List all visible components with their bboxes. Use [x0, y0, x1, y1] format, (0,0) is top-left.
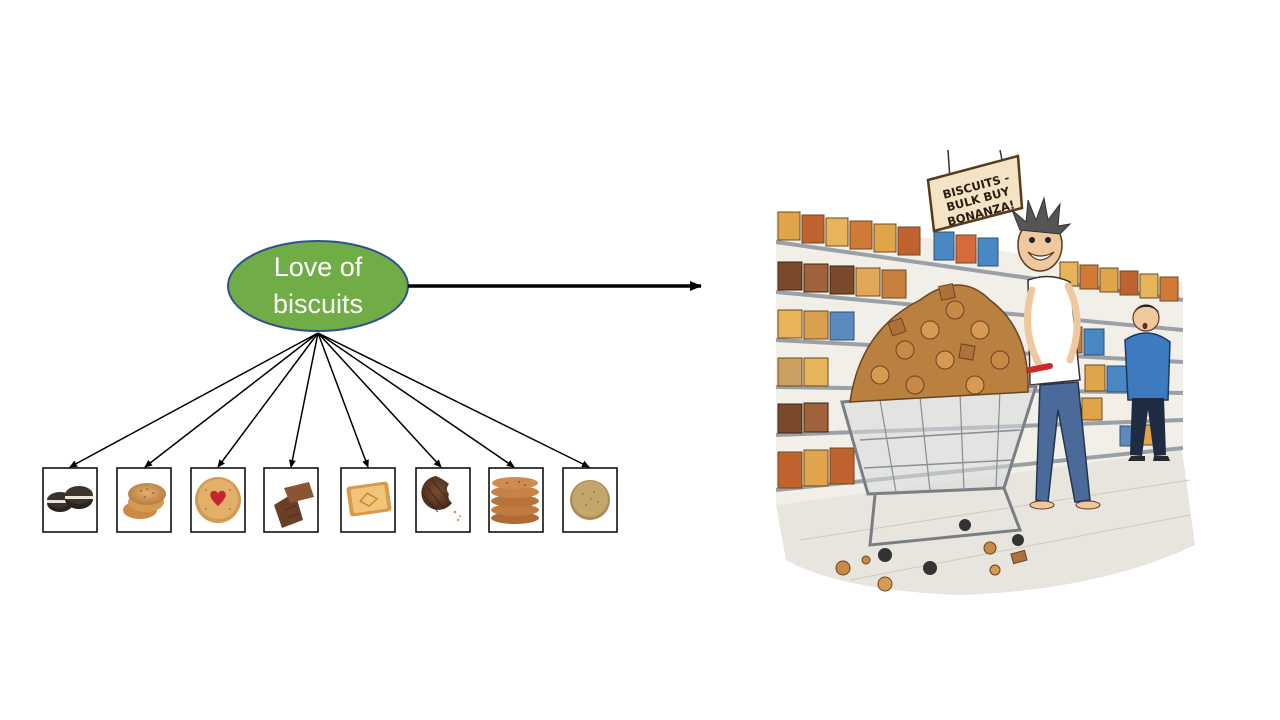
- shopping-cart: [840, 363, 1053, 575]
- digestive-stack-icon: [123, 483, 166, 519]
- latent-label-line1: Love of: [274, 252, 363, 282]
- ginger-nut-stack-icon: [491, 477, 539, 524]
- bulk-buy-sign: BISCUITS - BULK BUY BONANZA!: [926, 149, 1024, 233]
- indicator-box-6: [415, 467, 471, 533]
- indicator-box-3: [190, 467, 246, 533]
- chocolate-bar-biscuit-icon: [274, 482, 314, 528]
- indicator-arrow-6: [317, 332, 442, 468]
- indicator-arrow-1: [69, 332, 319, 468]
- indicator-box-5: [340, 467, 396, 533]
- indicator-box-1: [42, 467, 98, 533]
- indicator-box-4: [263, 467, 319, 533]
- indicator-arrow-2: [144, 332, 319, 468]
- custard-square-icon: [346, 481, 392, 517]
- biscuit-mound: [849, 283, 1029, 403]
- indicator-arrow-3: [217, 332, 319, 468]
- bitten-chocolate-digestive-icon: [421, 476, 461, 522]
- indicator-box-2: [116, 467, 172, 533]
- indicator-arrows: [69, 332, 590, 468]
- bystander-figure: [1124, 304, 1171, 461]
- indicator-arrow-8: [317, 332, 590, 468]
- indicator-arrow-5: [317, 332, 369, 468]
- shopper-figure: [1011, 196, 1101, 510]
- indicator-box-7: [488, 467, 544, 533]
- indicator-arrow-7: [317, 332, 515, 468]
- indicator-arrow-4: [288, 332, 319, 468]
- supermarket-illustration: BISCUITS - BULK BUY BONANZA!: [749, 147, 1207, 604]
- floor-biscuits: [835, 541, 1028, 592]
- sandwich-cookie-icon: [47, 486, 93, 512]
- plain-digestive-icon: [570, 480, 610, 520]
- jammie-dodger-icon: [195, 477, 241, 523]
- latent-label-line2: biscuits: [273, 289, 363, 319]
- indicator-box-8: [562, 467, 618, 533]
